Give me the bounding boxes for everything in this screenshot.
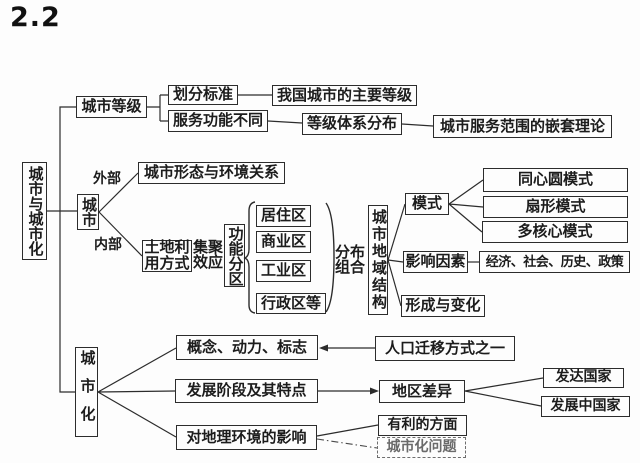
node-concept-power-sign: 概念、动力、标志 — [176, 335, 318, 360]
node-model: 模式 — [405, 193, 449, 215]
node-china-main-levels: 我国城市的主要等级 — [272, 85, 417, 106]
node-division-standard: 划分标准 — [168, 85, 238, 105]
right-parenthesis-icon — [325, 202, 335, 313]
node-functional-zoning: 功能分区 — [224, 224, 245, 287]
node-favorable-aspects: 有利的方面 — [378, 415, 467, 436]
node-root: 城市与城市化 — [22, 162, 47, 260]
node-environment-impact: 对地理环境的影响 — [176, 425, 317, 450]
wire-regional-fork — [464, 377, 544, 407]
left-curly-brace-icon — [243, 201, 256, 314]
node-land-use: 土地利用方式 — [142, 240, 192, 272]
wire-city-level-fork — [146, 94, 168, 122]
node-model-concentric: 同心圆模式 — [483, 168, 628, 192]
wire-impact-to-favorable — [316, 424, 379, 437]
page-title: 2.2 — [10, 2, 61, 33]
node-zone-industrial: 工业区 — [256, 260, 311, 282]
wire-trunk — [59, 106, 76, 393]
wire-service-to-hierarchy — [267, 120, 303, 124]
node-development-stages: 发展阶段及其特点 — [175, 379, 318, 403]
node-influencing-factors: 影响因素 — [403, 251, 468, 273]
node-formation-change: 形成与变化 — [401, 295, 485, 317]
node-nesting-theory: 城市服务范围的嵌套理论 — [433, 115, 612, 138]
node-developing-countries: 发展中国家 — [541, 396, 630, 417]
node-hierarchy-distribution: 等级体系分布 — [302, 113, 402, 135]
node-zone-residential: 居住区 — [256, 205, 311, 227]
node-urbanization-problems: 城市化问题 — [377, 437, 466, 458]
arrowhead-right-icon — [370, 387, 379, 395]
arrowhead-left-icon — [319, 344, 328, 352]
node-spatial-structure: 城市地域结构 — [368, 205, 388, 315]
node-form-environment: 城市形态与环境关系 — [138, 162, 285, 184]
text-agglomeration: 集聚效应 — [192, 239, 223, 271]
node-factors-detail: 经济、社会、历史、政策 — [479, 251, 630, 273]
label-internal: 内部 — [94, 238, 122, 254]
node-zone-administrative: 行政区等 — [256, 293, 326, 314]
wire-model-fork — [448, 179, 484, 233]
wire-impact-to-problems — [316, 438, 378, 449]
node-city-level: 城市等级 — [76, 96, 147, 118]
label-external: 外部 — [93, 172, 121, 188]
node-urbanization: 城市化 — [75, 347, 98, 437]
node-city: 城市 — [77, 194, 99, 230]
node-regional-difference: 地区差异 — [379, 380, 465, 403]
node-model-multiple-nuclei: 多核心模式 — [482, 221, 628, 243]
node-zone-commercial: 商业区 — [256, 231, 311, 253]
node-model-sector: 扇形模式 — [483, 196, 628, 218]
node-developed-countries: 发达国家 — [543, 368, 624, 388]
wire-urbanization-fork — [97, 347, 177, 438]
node-migration-note: 人口迁移方式之一 — [375, 336, 515, 361]
text-distribution-combination: 分布组合 — [334, 244, 365, 276]
wire-hierarchy-to-theory — [401, 123, 434, 127]
node-service-function-diff: 服务功能不同 — [168, 110, 268, 132]
